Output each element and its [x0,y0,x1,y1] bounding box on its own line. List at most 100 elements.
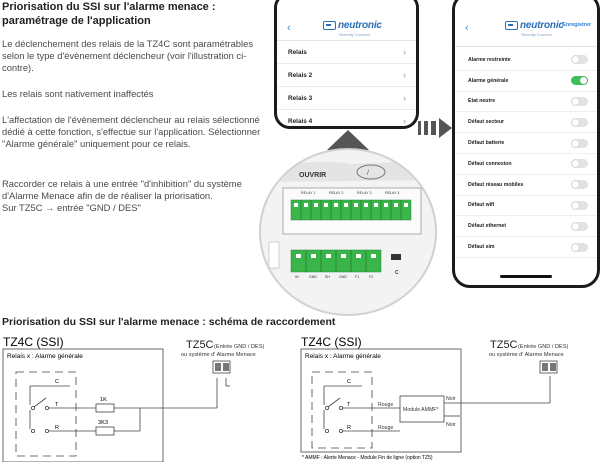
neutronic-logo: neutronic Serenity Connect [505,20,564,37]
section-title-wiring: Priorisation du SSI sur l'alarme menace … [2,316,336,328]
paragraph-wiring-text: Raccorder ce relais à une entrée "d'inhi… [2,178,242,202]
logo-mark-icon [323,21,336,30]
option-defaut-secteur[interactable]: Défaut secteur [455,112,597,134]
paragraph-assignment: L'affectation de l'évènement déclencheur… [2,114,261,150]
option-label: Alarme générale [468,77,509,84]
tz4c-title: TZ4C (SSI) [3,335,64,349]
app-header: ‹ neutronic Serenity Connect Enregistrer [455,0,597,47]
terminal-label-eh: EH [325,275,330,279]
terminal-label-gnd-2: GND [339,275,347,279]
chevron-right-icon: › [403,47,406,57]
toggle-switch[interactable] [571,242,588,252]
relay-item-1[interactable]: Relais › [277,41,416,64]
terminal-c: C [347,379,351,385]
terminal-label-f1: F1 [355,275,359,279]
option-label: Défaut secteur [468,119,505,126]
toggle-switch[interactable] [571,96,588,106]
terminal-label-f2: F2 [369,275,373,279]
toggle-switch[interactable] [571,55,588,65]
logo-subtitle: Serenity Connect [339,32,370,37]
logo-mark-icon [505,21,518,30]
relay-item-2[interactable]: Relais 2› [277,64,416,87]
toggle-switch[interactable] [571,180,588,190]
page-title: Priorisation du SSI sur l'alarme menace … [2,1,216,27]
logo-text: neutronic [520,20,564,31]
toggle-switch[interactable] [571,159,588,169]
paragraph-relay-config: Le déclenchement des relais de la TZ4C s… [2,38,254,74]
tz5c-subtitle: ou système d' Alarme Menace [489,352,564,358]
app-header: ‹ neutronic Serenity Connect [277,0,416,41]
option-label: Défaut wifi [468,202,495,209]
option-label: Défaut ethernet [468,223,507,230]
option-label: Défaut réseau mobiles [468,181,524,188]
terminal-label-gnd: GND [309,275,317,279]
event-option-list: Alarme restreinte Alarme générale Etat n… [455,50,597,258]
back-chevron-icon[interactable]: ‹ [287,22,291,34]
home-indicator [500,275,552,278]
option-label: Défaut batterie [468,140,505,147]
option-defaut-reseau-mobiles[interactable]: Défaut réseau mobiles [455,175,597,196]
tz5c-input-label: (Entrée GND / DES) [518,344,568,350]
relay-item-4[interactable]: Relais 4 › [277,110,416,126]
chevron-right-icon: › [403,70,406,80]
option-label: Alarme restreinte [468,56,511,63]
option-defaut-batterie[interactable]: Défaut batterie [455,133,597,154]
phone-relay-list: ‹ neutronic Serenity Connect Relais › Rel… [274,0,419,129]
relay-list: Relais › Relais 2› Relais 3 › Relais 4 › [277,41,416,126]
wire-noir-2: Noir [446,422,456,428]
relay-label-2: RELAY 2 [329,191,343,195]
relay-label-3: RELAY 3 [357,191,371,195]
option-alarme-generale[interactable]: Alarme générale [455,71,597,92]
option-defaut-wifi[interactable]: Défaut wifi [455,196,597,217]
option-defaut-ethernet[interactable]: Défaut ethernet [455,216,597,238]
toggle-switch[interactable] [571,221,588,231]
tz5c-subtitle: ou système d' Alarme Menace [181,352,256,358]
option-alarme-restreinte[interactable]: Alarme restreinte [455,50,597,71]
relay-item-label: Relais [288,48,307,56]
save-button[interactable]: Enregistrer [562,22,591,28]
neutronic-logo: neutronic Serenity Connect [323,20,382,37]
wiring-diagram-ammf: TZ4C (SSI) Relais x : Alarme générale C … [300,335,568,461]
paragraph-native-state: Les relais sont nativement inaffectés [2,88,154,99]
phone-relay-settings: ‹ neutronic Serenity Connect Enregistrer… [452,0,600,288]
logo-subtitle: Serenity Connect [521,32,552,37]
option-defaut-connexion[interactable]: Défaut connexion [455,154,597,175]
chevron-right-icon: › [403,116,406,126]
toggle-switch[interactable] [571,138,588,148]
paragraph-wiring: Raccorder ce relais à une entrée "d'inhi… [2,178,267,215]
tz5c-input-label: (Entrée GND / DES) [214,344,264,350]
option-label: Défaut sim [468,244,495,251]
resistor-3k3-label: 3K3 [98,420,108,426]
relais-label: Relais x : Alarme générale [7,353,83,360]
toggle-switch[interactable] [571,200,588,210]
resistor-1k-label: 1K [100,397,107,403]
terminal-t: T [55,402,59,408]
ouvrir-label: OUVRIR [299,172,326,179]
svg-text:/: / [367,170,369,177]
terminal-r: R [55,425,59,431]
option-defaut-sim[interactable]: Défaut sim [455,237,597,258]
relay-item-label: Relais 4 [288,117,313,125]
toggle-switch[interactable] [571,117,588,127]
wiring-diagram-resistors: TZ4C (SSI) Relais x : Alarme générale C … [2,335,264,462]
relais-label: Relais x : Alarme générale [305,353,381,360]
back-chevron-icon[interactable]: ‹ [465,22,469,34]
wire-rouge-2: Rouge [378,425,393,431]
relay-item-label: Relais 3 [288,94,313,102]
option-etat-neutre[interactable]: Etat neutre [455,92,597,113]
terminal-illustration: OUVRIR / RELAY 1 RELAY 2 RELAY 3 RELAY 4 [261,150,435,314]
device-terminal-closeup: OUVRIR / RELAY 1 RELAY 2 RELAY 3 RELAY 4 [259,148,437,316]
tz5c-title: TZ5C [490,339,518,351]
terminal-r: R [347,425,351,431]
terminal-t: T [347,402,351,408]
side-label: C [395,270,399,276]
paragraph-tz5c-input: Sur TZ5C → entrée "GND / DES" [2,202,141,214]
terminal-c: C [55,379,59,385]
arrow-right-icon [418,118,452,138]
option-label: Etat neutre [468,98,496,105]
module-ammf-label: Module AMMF* [403,407,438,413]
chevron-right-icon: › [403,93,406,103]
wire-rouge-1: Rouge [378,402,393,408]
toggle-switch[interactable] [571,76,588,86]
relay-item-3[interactable]: Relais 3 › [277,87,416,110]
